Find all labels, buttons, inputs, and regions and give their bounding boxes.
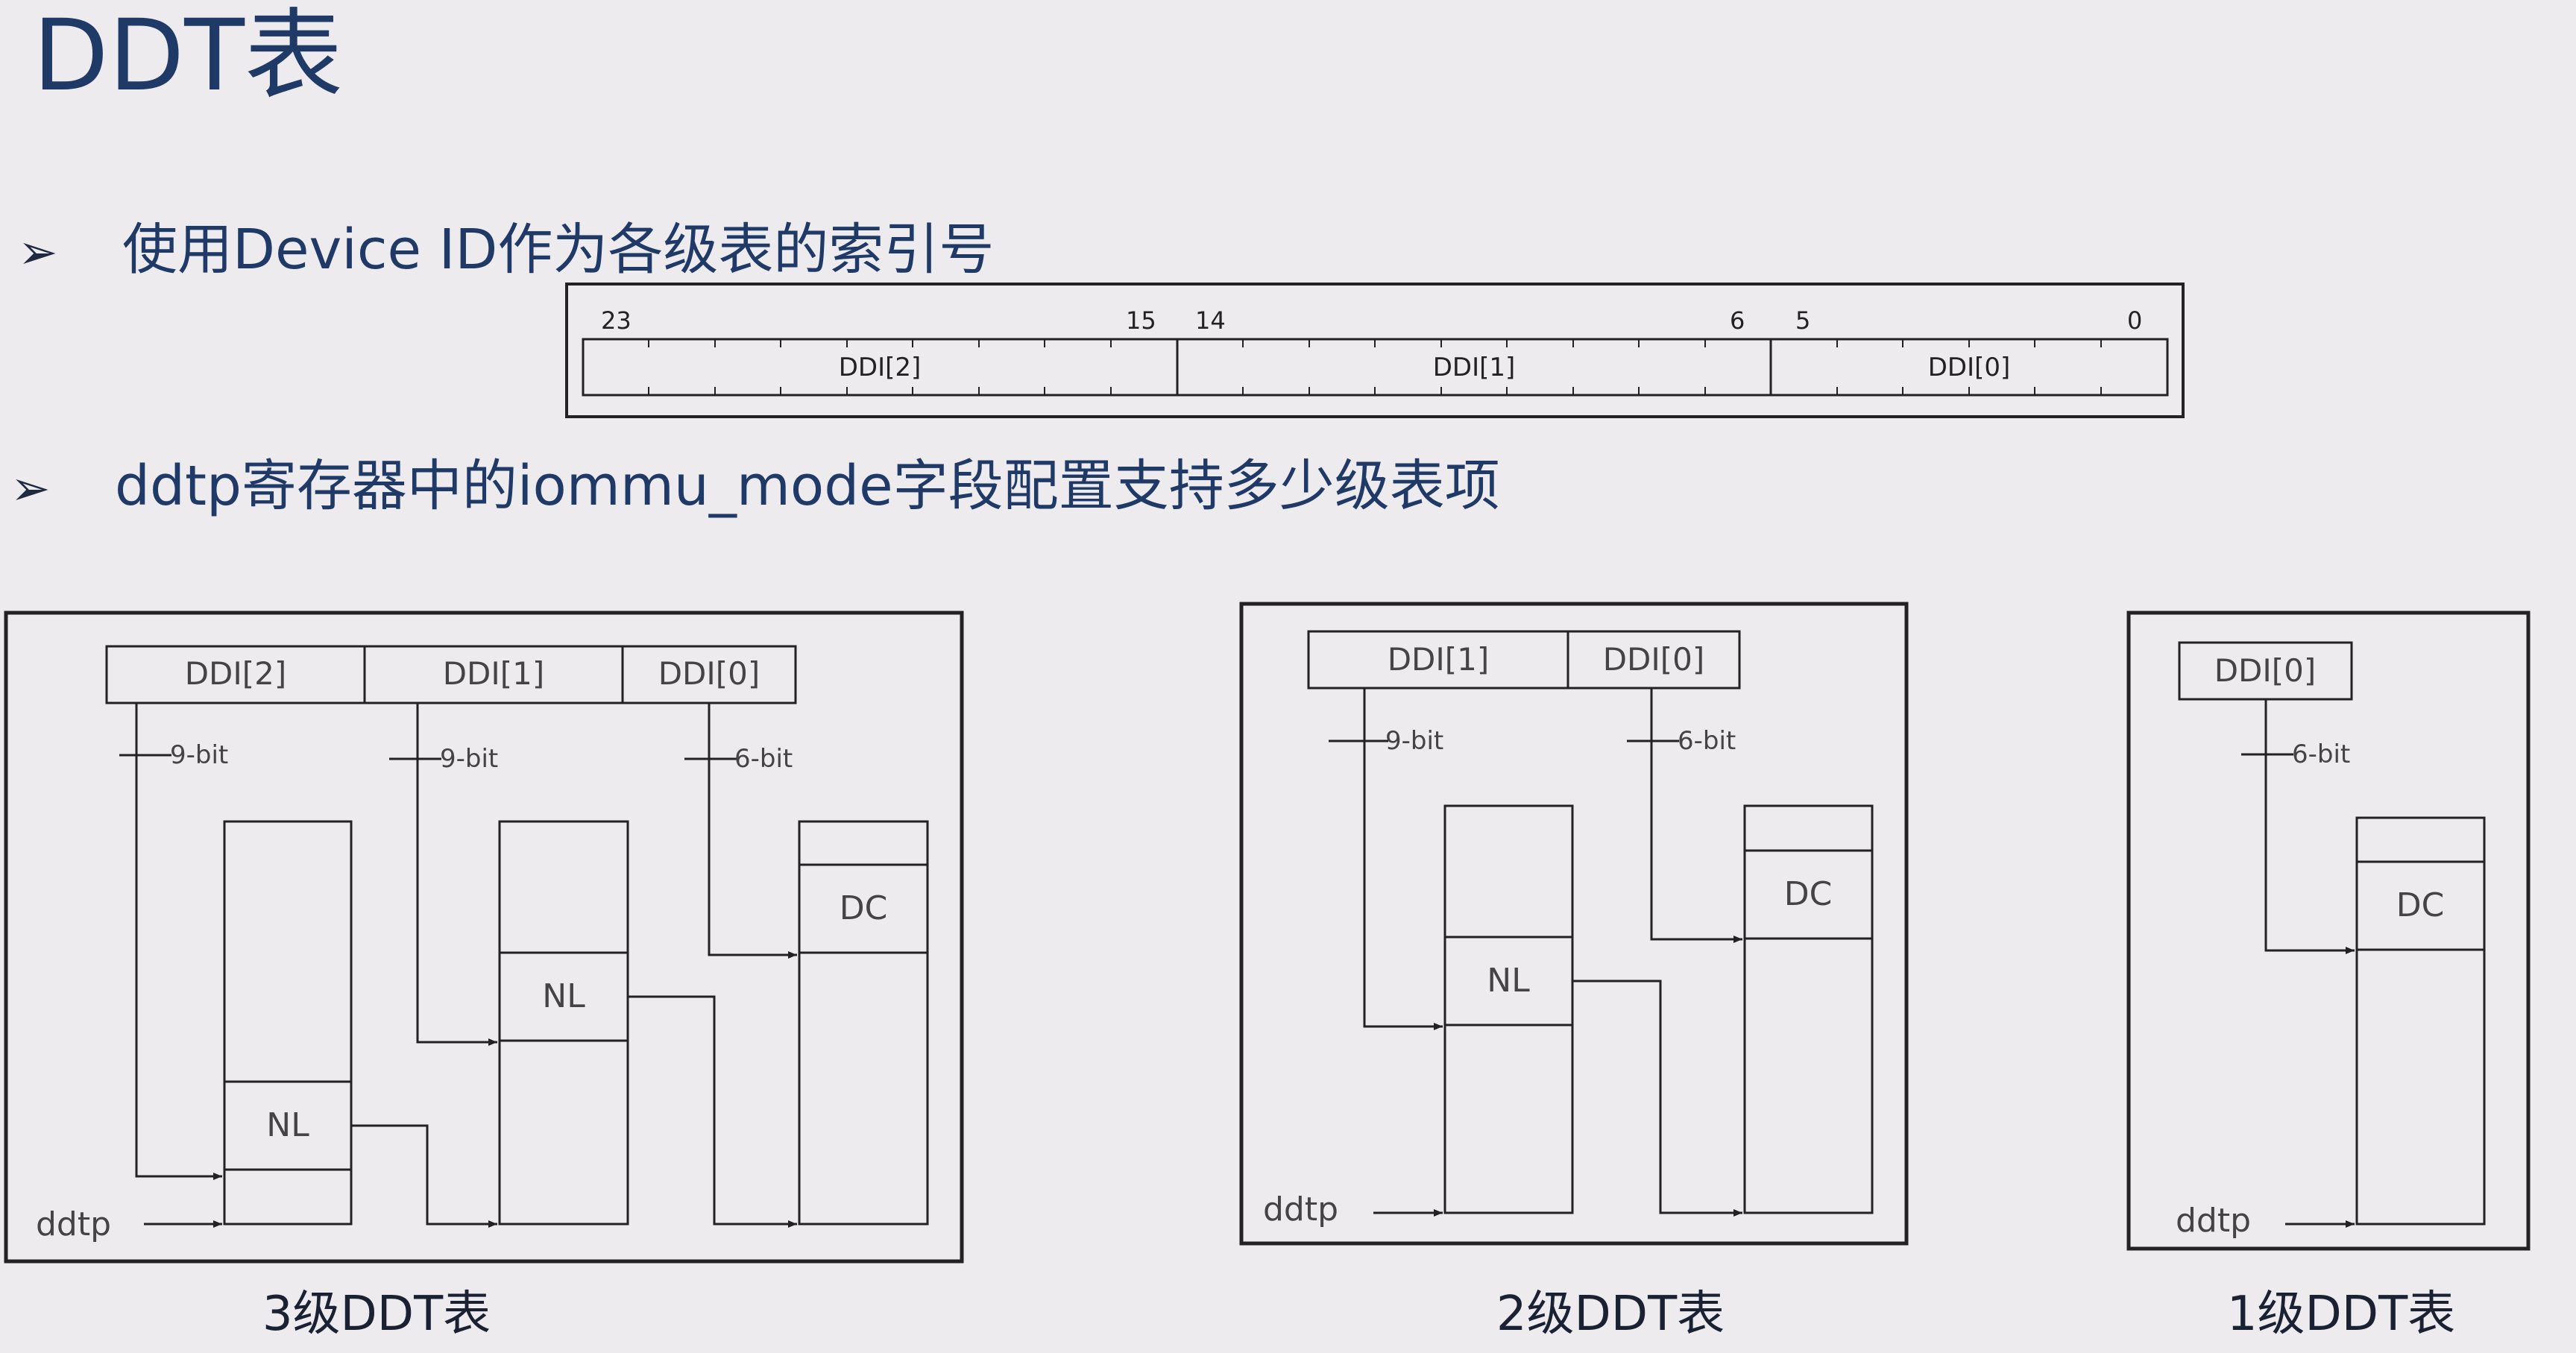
table-level2 xyxy=(223,820,353,1226)
device-id-register: 23 15 14 6 5 0 DDI[2] DDI[1] DDI[0] xyxy=(565,283,2185,418)
register-field-ddi2: DDI[2] xyxy=(839,353,922,382)
index-arrow-ddi0 xyxy=(2264,699,2355,954)
table-level1 xyxy=(1443,804,1574,1214)
bit-label-5: 5 xyxy=(1795,306,1810,335)
diagram-frame xyxy=(2126,611,2531,1251)
bit-label-23: 23 xyxy=(601,306,632,335)
table-level0 xyxy=(2355,816,2486,1226)
root-label-ddtp: ddtp xyxy=(2176,1202,2251,1240)
bit-width-label: 6-bit xyxy=(2292,739,2350,769)
caption-1-level: 1级DDT表 xyxy=(2226,1287,2456,1342)
header-label-ddi1: DDI[1] xyxy=(443,655,545,692)
register-field-ddi1: DDI[1] xyxy=(1433,353,1516,382)
header-label-ddi0: DDI[0] xyxy=(2214,652,2317,689)
bit-width-label: 9-bit xyxy=(440,744,498,774)
caption-3-level: 3级DDT表 xyxy=(262,1287,491,1342)
index-arrow-ddi0 xyxy=(708,703,797,959)
register-field-ddi0: DDI[0] xyxy=(1928,353,2011,382)
bit-width-label: 9-bit xyxy=(170,740,228,770)
diagram-frame xyxy=(1239,602,1909,1246)
bullet-arrow-icon: ➢ xyxy=(18,225,58,280)
bit-label-14: 14 xyxy=(1195,306,1226,335)
diagram-1-level-ddt xyxy=(2126,611,2531,1251)
bit-label-0: 0 xyxy=(2127,306,2142,335)
pointer-arrow-nl2-to-nl1 xyxy=(351,1124,497,1228)
bit-width-label: 6-bit xyxy=(1678,726,1736,756)
header-label-ddi2: DDI[2] xyxy=(185,655,287,692)
register-outer-frame xyxy=(565,283,2185,418)
index-arrow-ddi1 xyxy=(1363,688,1443,1030)
index-arrow-ddi2 xyxy=(135,703,222,1180)
table-level1 xyxy=(498,820,629,1226)
caption-2-level: 2级DDT表 xyxy=(1496,1287,1725,1342)
root-label-ddtp: ddtp xyxy=(1263,1190,1338,1229)
pointer-arrow-nl-to-dc xyxy=(1572,980,1742,1217)
page-title: DDT表 xyxy=(33,0,343,113)
header-label-ddi1: DDI[1] xyxy=(1388,641,1490,678)
bullet-text: ddtp寄存器中的iommu_mode字段配置支持多少级表项 xyxy=(115,454,1500,518)
header-field-ddi0 xyxy=(1566,630,1741,690)
diagram-3-level-ddt xyxy=(4,611,964,1264)
pointer-arrow-nl1-to-dc xyxy=(628,995,797,1228)
bullet-arrow-icon: ➢ xyxy=(10,461,51,517)
diagram-frame xyxy=(4,611,964,1264)
header-label-ddi0: DDI[0] xyxy=(658,655,760,692)
entry-label-nl: NL xyxy=(542,977,585,1015)
root-label-ddtp: ddtp xyxy=(36,1205,111,1243)
entry-label-dc: DC xyxy=(2396,886,2445,924)
entry-label-dc: DC xyxy=(1784,875,1833,913)
diagram-2-level-ddt xyxy=(1239,602,1909,1246)
table-level0 xyxy=(1743,804,1874,1214)
entry-label-nl: NL xyxy=(266,1106,309,1144)
header-label-ddi0: DDI[0] xyxy=(1603,641,1705,678)
entry-dc-level0 xyxy=(2355,860,2486,951)
bit-label-15: 15 xyxy=(1126,306,1156,335)
bullet-device-id-index: ➢ 使用Device ID作为各级表的索引号 xyxy=(18,216,994,286)
entry-dc-level0 xyxy=(1743,849,1874,940)
bit-width-label: 6-bit xyxy=(734,744,793,774)
entry-label-nl: NL xyxy=(1487,962,1530,1000)
index-arrow-ddi0 xyxy=(1650,688,1742,943)
entry-dc-level0 xyxy=(798,863,929,954)
bullet-text: 使用Device ID作为各级表的索引号 xyxy=(122,218,995,282)
bullet-iommu-mode: ➢ ddtp寄存器中的iommu_mode字段配置支持多少级表项 xyxy=(10,452,1500,523)
index-arrow-ddi1 xyxy=(416,703,497,1046)
entry-label-dc: DC xyxy=(840,889,888,927)
table-level0 xyxy=(798,820,929,1226)
bit-label-6: 6 xyxy=(1730,306,1745,335)
bit-width-label: 9-bit xyxy=(1385,726,1443,756)
